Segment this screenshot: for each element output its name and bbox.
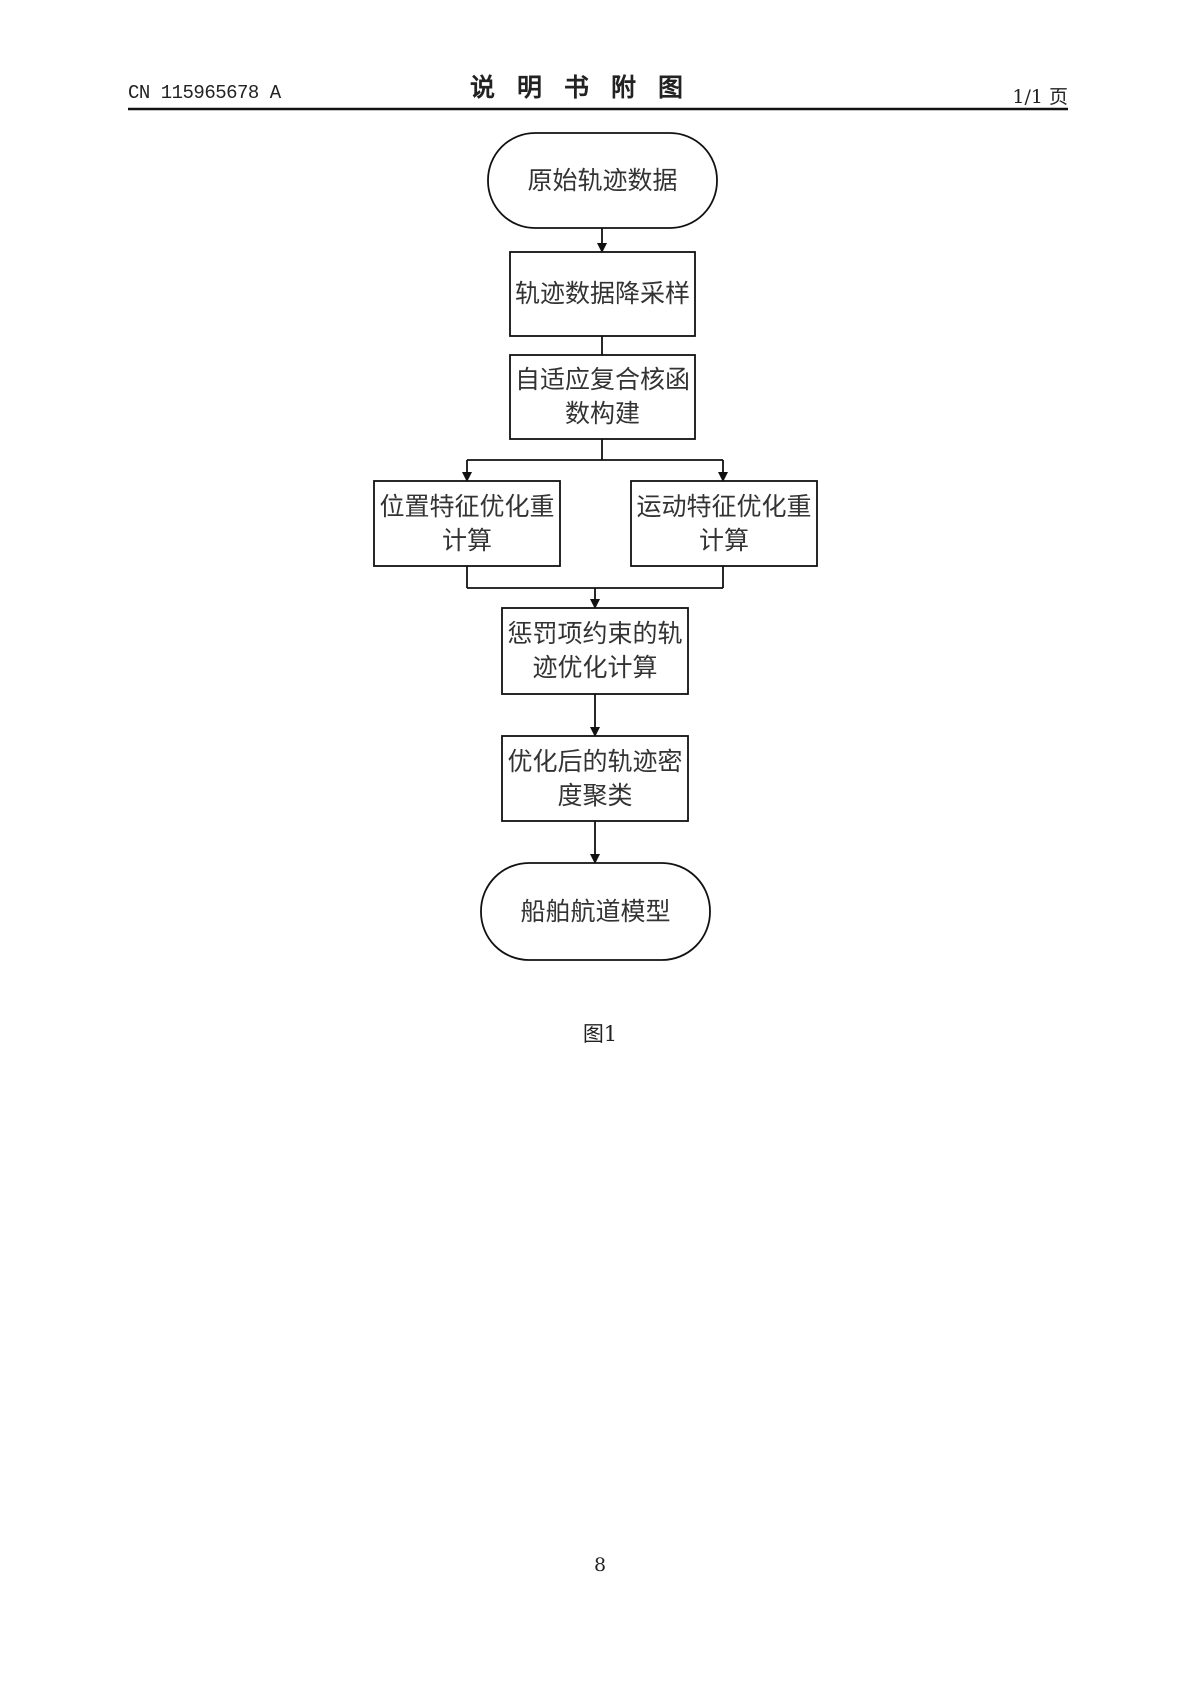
page-indicator: 1/1 页: [1012, 86, 1068, 108]
node-penalty: 惩罚项约束的轨迹优化计算: [507, 619, 683, 682]
node-start: 原始轨迹数据: [527, 165, 678, 195]
page-number: 8: [593, 1554, 607, 1576]
node-cluster: 优化后的轨迹密度聚类: [507, 746, 683, 810]
node-kernel: 自适应复合核函数构建: [514, 365, 690, 428]
node-motion: 运动特征优化重计算: [636, 491, 812, 555]
node-end: 船舶航道模型: [520, 896, 671, 926]
node-position: 位置特征优化重计算: [379, 491, 555, 555]
patent-number: CN 115965678 A: [128, 82, 281, 104]
node-downsample: 轨迹数据降采样: [514, 279, 690, 308]
page-title: 说明书附图: [470, 73, 706, 102]
figure-caption: 图1: [582, 1022, 618, 1046]
terminal-end-shape: [480, 862, 711, 961]
